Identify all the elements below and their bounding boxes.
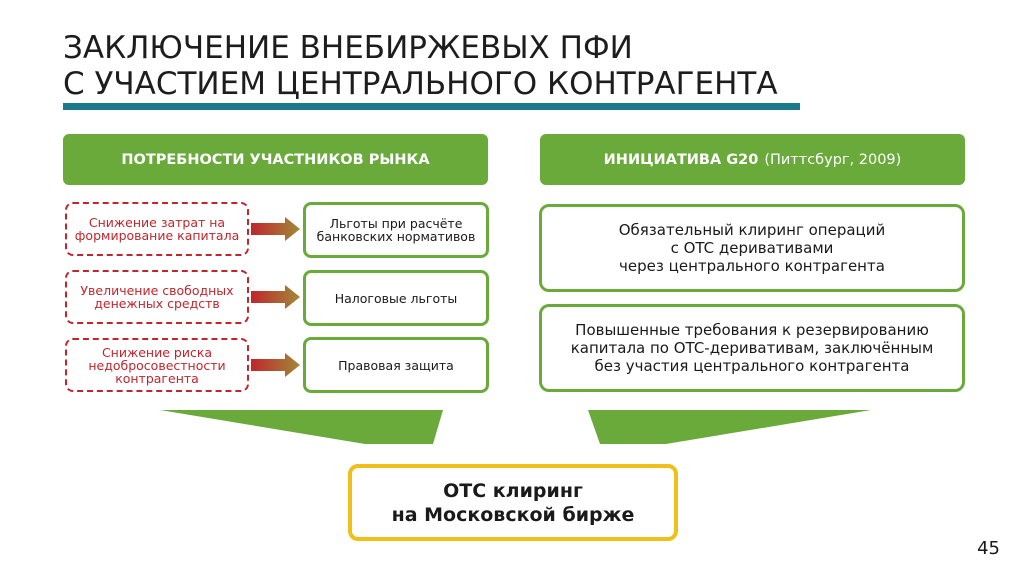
g20-text-line: с OTC деривативами	[670, 239, 834, 257]
arrow-right-icon	[251, 353, 300, 377]
arrow-right-icon	[251, 285, 300, 309]
g20-box-mandatory-clearing: Обязательный клиринг операций с OTC дери…	[539, 204, 965, 292]
funnel-arrow-left-icon	[160, 410, 443, 444]
market-needs-header-label: ПОТРЕБНОСТИ УЧАСТНИКОВ РЫНКА	[121, 151, 430, 168]
arrow-right-icon	[251, 217, 300, 241]
title-underline	[63, 103, 800, 110]
g20-text: Обязательный клиринг операций с OTC дери…	[619, 221, 886, 275]
funnel-arrow-right-icon	[588, 410, 871, 444]
benefit-label: Правовая защита	[338, 357, 454, 373]
g20-box-capital-requirements: Повышенные требования к резервированию к…	[539, 304, 965, 392]
title-line-1: ЗАКЛЮЧЕНИЕ ВНЕБИРЖЕВЫХ ПФИ	[63, 30, 633, 66]
need-box-capital-costs: Снижение затрат на формирование капитала	[65, 202, 249, 256]
title-line-2: С УЧАСТИЕМ ЦЕНТРАЛЬНОГО КОНТРАГЕНТА	[63, 66, 778, 102]
page-title: ЗАКЛЮЧЕНИЕ ВНЕБИРЖЕВЫХ ПФИ С УЧАСТИЕМ ЦЕ…	[63, 30, 823, 102]
need-label: Снижение риска недобросовестности контра…	[88, 344, 226, 386]
g20-header-main: ИНИЦИАТИВА G20	[603, 151, 759, 168]
need-label: Снижение затрат на формирование капитала	[74, 215, 240, 243]
need-box-free-funds: Увеличение свободных денежных средств	[65, 270, 249, 324]
benefit-label: Льготы при расчёте банковских нормативов	[316, 216, 476, 244]
market-needs-header: ПОТРЕБНОСТИ УЧАСТНИКОВ РЫНКА	[63, 134, 488, 185]
page-number: 45	[977, 538, 1000, 559]
g20-initiative-header: ИНИЦИАТИВА G20 (Питтсбург, 2009)	[540, 134, 965, 185]
benefit-box-tax-relief: Налоговые льготы	[303, 270, 489, 326]
g20-text-line: без участия центрального контрагента	[594, 357, 910, 375]
result-line-2: на Московской бирже	[391, 503, 635, 526]
g20-header-sub: (Питтсбург, 2009)	[764, 151, 902, 168]
otc-clearing-result-box: OTC клиринг на Московской бирже	[348, 464, 678, 541]
g20-text: Повышенные требования к резервированию к…	[571, 321, 934, 375]
need-box-counterparty-risk: Снижение риска недобросовестности контра…	[65, 338, 249, 392]
g20-text-line: Повышенные требования к резервированию	[575, 321, 929, 339]
benefit-box-prudential-relief: Льготы при расчёте банковских нормативов	[303, 202, 489, 258]
result-line-1: OTC клиринг	[443, 479, 583, 502]
g20-text-line: через центрального контрагента	[619, 257, 885, 275]
g20-text-line: Обязательный клиринг операций	[618, 221, 886, 239]
benefit-label: Налоговые льготы	[334, 290, 458, 306]
g20-text-line: капитала по OTC-деривативам, заключённым	[570, 339, 934, 357]
benefit-box-legal-protection: Правовая защита	[303, 337, 489, 393]
need-label: Увеличение свободных денежных средств	[80, 283, 234, 311]
